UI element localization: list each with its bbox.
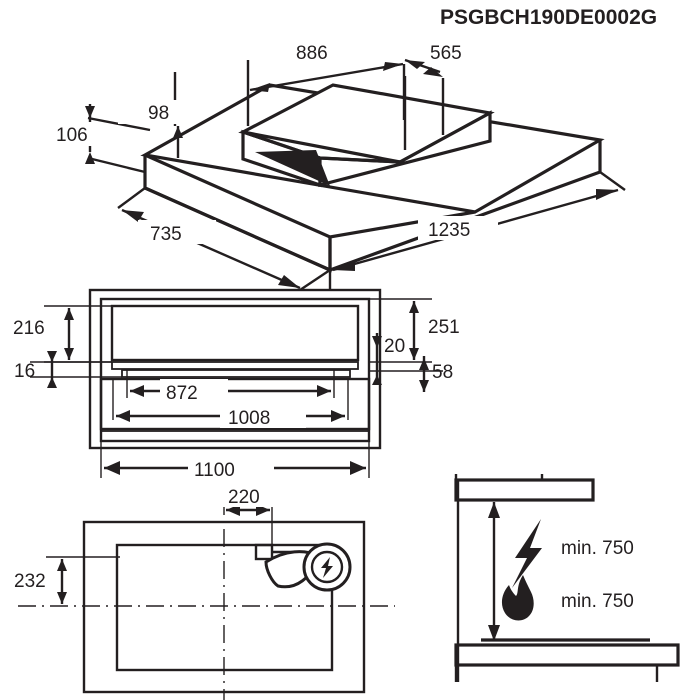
dim-232: 232	[14, 556, 120, 604]
dim-216: 216	[13, 305, 112, 363]
dim-16: 16	[14, 351, 122, 388]
front-body-rect	[110, 304, 360, 362]
lightning-bolt-icon	[512, 519, 542, 588]
electrical-callout	[264, 542, 352, 592]
dim-106: 106	[32, 104, 151, 174]
dim-220: 220	[222, 483, 284, 548]
dim-20: 20	[372, 333, 405, 385]
front-outer-rect	[88, 288, 382, 450]
dim-1100: 1100	[100, 441, 370, 481]
clearance-dim-arrow	[488, 502, 500, 641]
dim-220-label: 220	[228, 487, 260, 508]
dim-58: 58	[369, 356, 453, 392]
dim-20-label: 20	[384, 336, 405, 357]
drawing-title: PSGBCH190DE0002G	[440, 6, 657, 29]
dim-1008-label: 1008	[228, 408, 270, 429]
dim-216-label: 216	[13, 318, 45, 339]
dim-58-label: 58	[432, 362, 453, 383]
dim-251: 251	[369, 298, 460, 363]
clearance-gas-label: min. 750	[561, 591, 634, 612]
plan-outlet-stub	[254, 543, 274, 561]
dim-16-label: 16	[14, 361, 35, 382]
callout-balloon-inner	[310, 550, 344, 584]
dim-565-label: 565	[430, 43, 462, 64]
front-elevation-view: 216 16 251	[13, 288, 460, 481]
clearance-hood	[454, 478, 595, 502]
clearance-counter	[454, 643, 680, 667]
front-base-strip	[100, 430, 370, 442]
dim-872: 872	[126, 370, 335, 404]
iso-inner-front-edges	[242, 130, 401, 164]
dim-98: 98	[118, 72, 184, 158]
dim-1235-label: 1235	[428, 220, 470, 241]
dim-232-label: 232	[14, 571, 46, 592]
front-lower-rect	[99, 377, 371, 431]
dim-106-label: 106	[56, 125, 88, 146]
plan-top-view: 220 232	[14, 483, 395, 700]
clearance-electric-label: min. 750	[561, 538, 634, 559]
dim-735: 735	[117, 187, 331, 291]
lightning-bolt-icon	[321, 557, 333, 578]
iso-wedge-arrow	[255, 150, 330, 186]
flame-icon	[501, 575, 534, 621]
front-strip-upper	[111, 361, 359, 370]
dim-1100-label: 1100	[194, 460, 235, 481]
dim-565: 565	[402, 41, 477, 135]
dim-1235: 1235	[328, 171, 626, 290]
dim-735-label: 735	[150, 224, 182, 245]
dim-1008: 1008	[112, 379, 349, 429]
dim-98-label: 98	[148, 103, 169, 124]
dim-251-label: 251	[428, 317, 460, 338]
dim-886: 886	[246, 41, 407, 150]
dim-886-label: 886	[296, 43, 328, 64]
iso-outer-bottom-edge-left	[144, 186, 331, 272]
clearance-row-gas: min. 750	[501, 575, 634, 621]
clearance-view: min. 750 min. 750	[454, 474, 680, 682]
clearance-row-electric: min. 750	[512, 519, 634, 588]
front-strip-handle	[121, 369, 351, 378]
isometric-view: 886 565 106	[32, 41, 626, 291]
dim-872-label: 872	[166, 383, 198, 404]
